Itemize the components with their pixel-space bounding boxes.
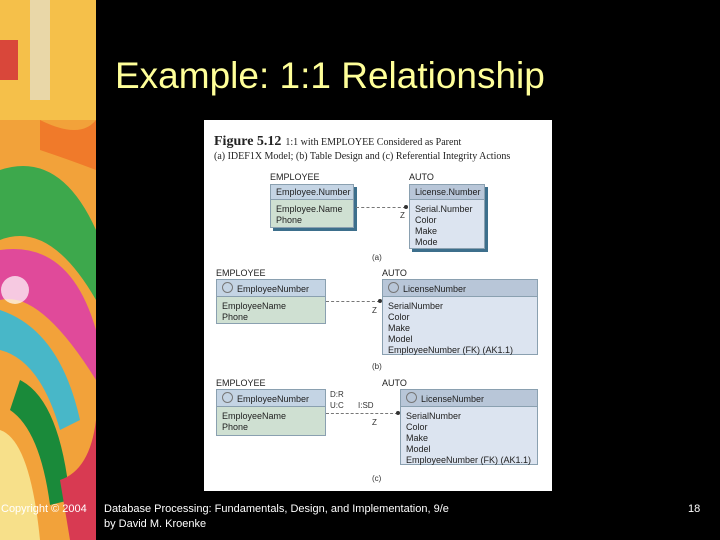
- key-icon: [222, 392, 233, 403]
- decorative-art-strip: [0, 0, 96, 540]
- panel-c-cardinality: Z: [372, 418, 377, 427]
- panel-a-auto-entity: License.Number Serial.Number Color Make …: [409, 184, 485, 249]
- panel-b-auto-label: AUTO: [382, 268, 407, 278]
- panel-b-relationship-line: [326, 301, 380, 302]
- panel-a-cardinality: Z: [400, 211, 405, 220]
- panel-b-employee-attr: Phone: [222, 312, 249, 322]
- panel-c-action-update: U:C: [330, 401, 344, 410]
- panel-b-employee-table: EmployeeNumber EmployeeName Phone: [216, 279, 326, 324]
- slide-title: Example: 1:1 Relationship: [115, 55, 545, 96]
- panel-c-auto-attr: Color: [406, 422, 428, 432]
- panel-c-auto-label: AUTO: [382, 378, 407, 388]
- panel-c-relationship-dot: [396, 411, 400, 415]
- panel-b-auto-attr: Color: [388, 312, 410, 322]
- panel-c-employee-label: EMPLOYEE: [216, 378, 266, 388]
- panel-b-auto-attr: Make: [388, 323, 411, 333]
- key-icon: [406, 392, 417, 403]
- book-title-line: Database Processing: Fundamentals, Desig…: [104, 503, 449, 515]
- panel-c-employee-attr: Phone: [222, 422, 249, 432]
- panel-b-auto-attr: EmployeeNumber (FK) (AK1.1): [388, 345, 514, 355]
- panel-b-cardinality: Z: [372, 306, 377, 315]
- panel-a-relationship-line: [356, 207, 406, 208]
- panel-c-tag: (c): [372, 474, 382, 483]
- panel-c-relationship-line: [326, 413, 398, 414]
- panel-c-employee-key: EmployeeNumber: [237, 394, 310, 404]
- page-number: 18: [688, 503, 701, 515]
- panel-c-employee-table: EmployeeNumber EmployeeName Phone: [216, 389, 326, 436]
- panel-a-auto-attr: Color: [415, 215, 437, 225]
- panel-b-employee-attr: EmployeeName: [222, 301, 287, 311]
- panel-a-employee-label: EMPLOYEE: [270, 172, 320, 182]
- panel-a-auto-attr: Make: [415, 226, 438, 236]
- panel-b-employee-key: EmployeeNumber: [237, 284, 310, 294]
- panel-c-auto-key: LicenseNumber: [421, 394, 485, 404]
- panel-a-tag: (a): [372, 253, 382, 262]
- panel-a-relationship-dot: [404, 205, 408, 209]
- key-icon: [388, 282, 399, 293]
- panel-c-employee-attr: EmployeeName: [222, 411, 287, 421]
- panel-c-action-delete: D:R: [330, 390, 344, 399]
- panel-b-relationship-dot: [378, 299, 382, 303]
- panel-c-auto-attr: Model: [406, 444, 431, 454]
- copyright-text: Copyright © 2004: [1, 503, 87, 515]
- panel-a-auto-attr: Mode: [415, 237, 438, 247]
- key-icon: [222, 282, 233, 293]
- panel-a-auto-attr: Serial.Number: [415, 204, 473, 214]
- panel-a-employee-attr: Employee.Name: [276, 204, 343, 214]
- figure-panel: Figure 5.12 1:1 with EMPLOYEE Considered…: [204, 120, 552, 491]
- panel-a-employee-entity: Employee.Number Employee.Name Phone: [270, 184, 354, 228]
- panel-b-auto-attr: Model: [388, 334, 413, 344]
- figure-number: Figure 5.12: [214, 134, 282, 149]
- figure-caption: 1:1 with EMPLOYEE Considered as Parent: [285, 137, 462, 148]
- panel-b-auto-attr: SerialNumber: [388, 301, 444, 311]
- panel-b-employee-label: EMPLOYEE: [216, 268, 266, 278]
- panel-a-employee-key: Employee.Number: [271, 185, 353, 200]
- figure-heading: Figure 5.12 1:1 with EMPLOYEE Considered…: [214, 132, 510, 162]
- book-author-line: by David M. Kroenke: [104, 518, 207, 530]
- panel-c-auto-attr: SerialNumber: [406, 411, 462, 421]
- panel-a-employee-attr: Phone: [276, 215, 303, 225]
- panel-b-tag: (b): [372, 362, 382, 371]
- panel-c-auto-attr: Make: [406, 433, 429, 443]
- figure-subcaption: (a) IDEF1X Model; (b) Table Design and (…: [214, 151, 511, 162]
- panel-c-auto-attr: EmployeeNumber (FK) (AK1.1): [406, 455, 532, 465]
- panel-b-auto-key: LicenseNumber: [403, 284, 467, 294]
- panel-c-auto-table: LicenseNumber SerialNumber Color Make Mo…: [400, 389, 538, 465]
- panel-b-auto-table: LicenseNumber SerialNumber Color Make Mo…: [382, 279, 538, 355]
- panel-a-auto-key: License.Number: [410, 185, 484, 200]
- panel-a-auto-label: AUTO: [409, 172, 434, 182]
- panel-c-action-insert: I:SD: [358, 401, 374, 410]
